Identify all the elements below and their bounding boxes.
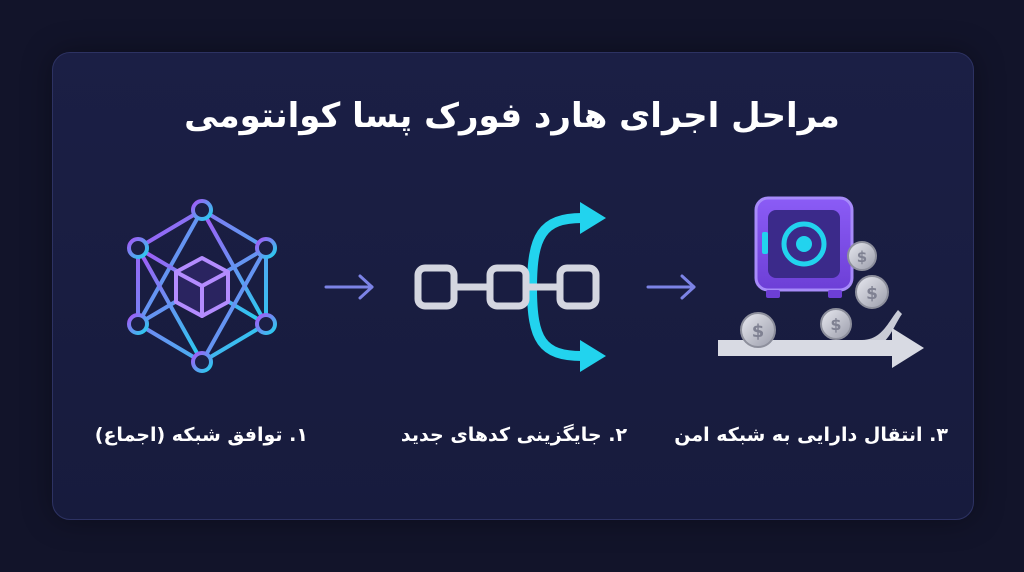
step-2-label: ۲. جایگزینی کدهای جدید — [400, 424, 628, 446]
svg-text:$: $ — [752, 321, 765, 342]
diagram-title: مراحل اجرای هارد فورک پسا کوانتومی — [184, 96, 840, 136]
svg-text:$: $ — [866, 284, 878, 304]
network-cube-icon — [127, 199, 277, 373]
svg-text:$: $ — [857, 248, 867, 266]
step-1-label: ۱. توافق شبکه (اجماع) — [94, 424, 308, 446]
arrow-right-icon — [646, 274, 696, 300]
chain-fork-icon — [414, 202, 606, 372]
step-3-label: ۳. انتقال دارایی به شبکه امن — [674, 424, 948, 446]
vault-coins-icon: $ $ $ $ — [718, 196, 924, 368]
svg-text:$: $ — [830, 315, 841, 334]
arrow-right-icon — [324, 274, 374, 300]
